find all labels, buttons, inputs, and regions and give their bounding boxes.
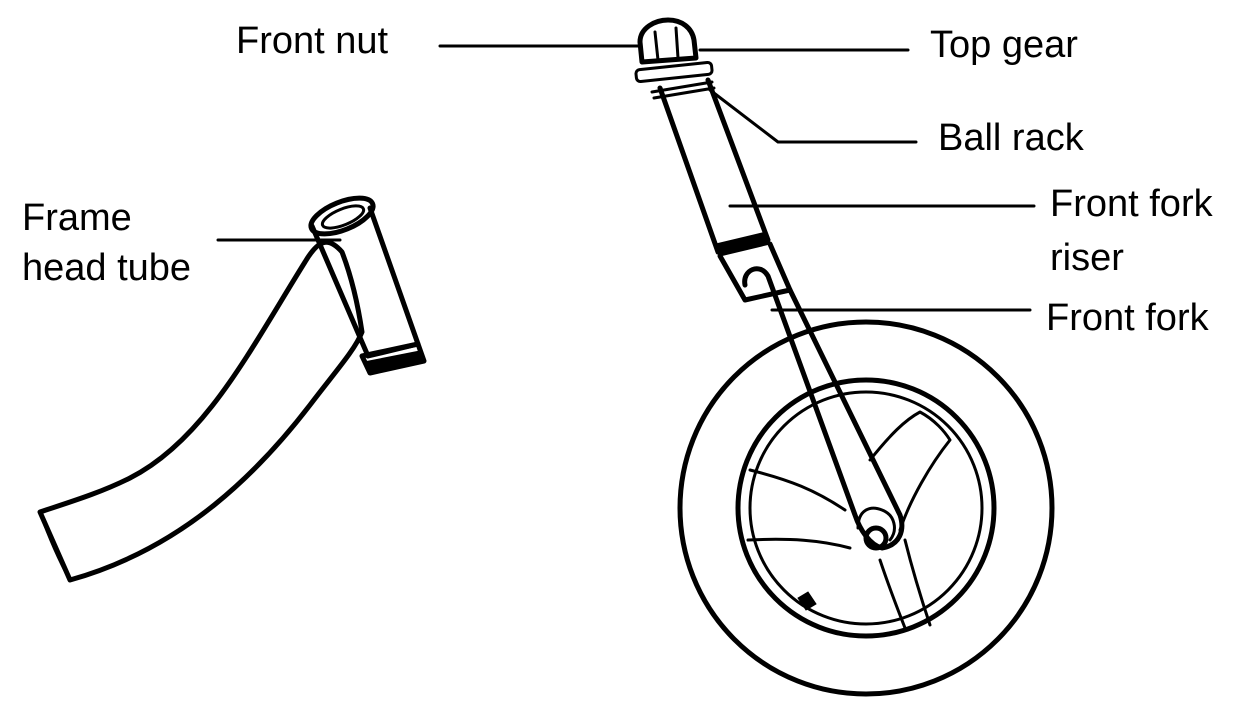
top-gear [634,60,714,84]
wheel-spoke-left [746,468,852,550]
wheel-spoke-upper [868,410,952,532]
fork-riser-tube [657,77,771,255]
head-tube-bottom-cup-shade [363,350,425,374]
frame-tube-end [38,510,72,582]
label-front-fork-riser-line2: riser [1050,237,1124,279]
fork-dropout [856,506,896,542]
label-frame-head-tube-line1: Frame [22,197,132,239]
fork-axle [863,525,889,551]
front-fork [634,17,905,551]
head-tube [309,205,421,359]
ball-rack [650,80,716,100]
fork-riser-collar [715,231,771,257]
fork-crown [717,241,793,303]
frame-tube [37,239,365,583]
label-front-fork-riser-line1: Front fork [1050,183,1214,225]
label-top-gear: Top gear [930,24,1078,66]
head-tube-top-cup-inner [320,204,366,230]
front-nut-facets [653,26,680,62]
label-frame-head-tube-line2: head tube [22,247,191,289]
rim-outer [735,377,997,639]
wheel-spoke-lower [878,538,932,630]
tire-valve [797,591,817,611]
wheel [677,319,1055,697]
head-tube-top-cup [308,195,376,237]
front-nut [637,17,699,65]
tire-outer [677,319,1055,697]
label-front-nut: Front nut [236,20,389,62]
leader-lines [216,44,1036,312]
label-front-fork: Front fork [1046,297,1210,339]
leader-ball-rack [708,88,918,144]
labels: Front nut Top gear Ball rack Frame head … [22,20,1214,339]
frame [37,195,427,583]
rim-inner [748,390,984,626]
label-ball-rack: Ball rack [938,117,1085,159]
